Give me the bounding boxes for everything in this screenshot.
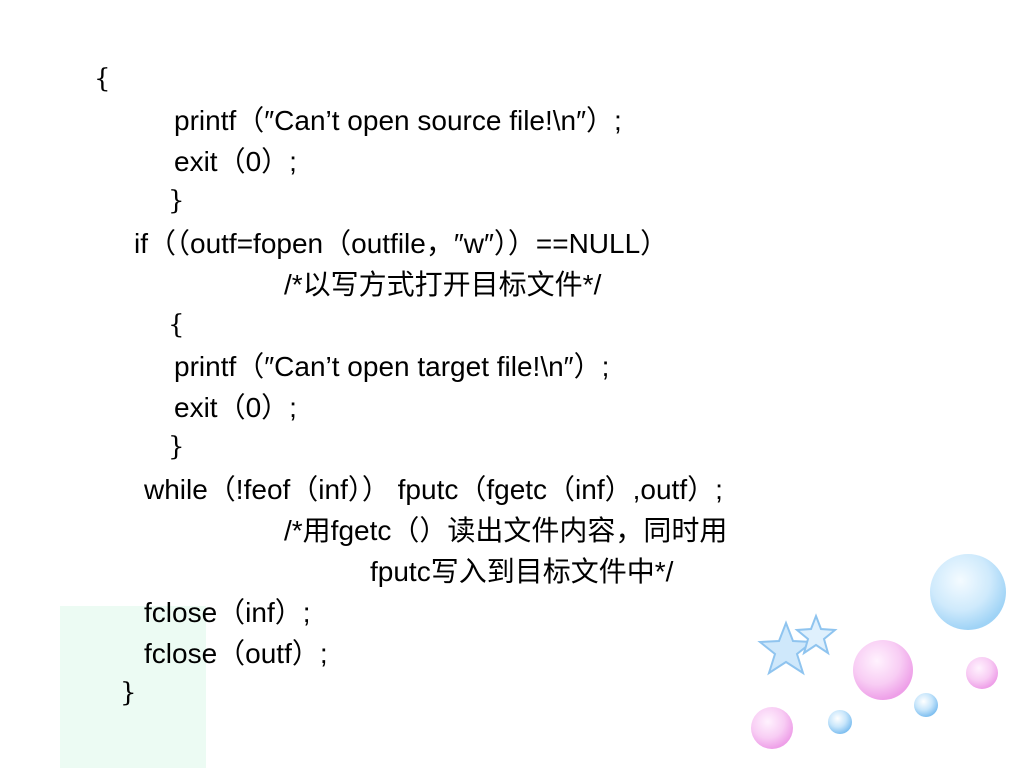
code-line-exit: exit（0）; bbox=[174, 146, 297, 177]
code-line-printf-target: printf（″Can’t open target file!\n″）; bbox=[174, 351, 610, 382]
bubble-icon bbox=[930, 554, 1006, 630]
code-comment-fputc: fputc写入到目标文件中*/ bbox=[370, 556, 674, 587]
decoration-bubbles-stars bbox=[751, 554, 1006, 749]
mint-background-block bbox=[60, 606, 206, 768]
code-line-printf-source: printf（″Can’t open source file!\n″）; bbox=[174, 105, 622, 136]
code-line-exit-2: exit（0）; bbox=[174, 392, 297, 423]
code-comment-fgetc: /*用fgetc（）读出文件内容，同时用 bbox=[284, 515, 728, 546]
code-line-close-brace-2: } bbox=[168, 432, 185, 462]
code-line-fclose-outf: fclose（outf）; bbox=[144, 638, 328, 669]
code-line-if-fopen: if（（outf=fopen（outfile，″w″））==NULL） bbox=[134, 228, 669, 259]
bubble-icon bbox=[853, 640, 913, 700]
code-line-close-brace: } bbox=[168, 186, 185, 216]
star-icon bbox=[757, 620, 815, 676]
bubble-icon bbox=[966, 657, 998, 689]
bubble-icon bbox=[751, 707, 793, 749]
code-comment-open-target: /*以写方式打开目标文件*/ bbox=[284, 269, 602, 300]
code-line-while: while（!feof（inf）） fputc（fgetc（inf）,outf）… bbox=[144, 474, 723, 505]
code-line-open-brace: { bbox=[94, 64, 111, 94]
code-line-final-brace: } bbox=[120, 678, 137, 708]
bubble-icon bbox=[828, 710, 852, 734]
code-line-open-brace-2: { bbox=[168, 310, 185, 340]
star-icon bbox=[794, 613, 838, 656]
bubble-icon bbox=[914, 693, 938, 717]
code-line-fclose-inf: fclose（inf）; bbox=[144, 597, 311, 628]
